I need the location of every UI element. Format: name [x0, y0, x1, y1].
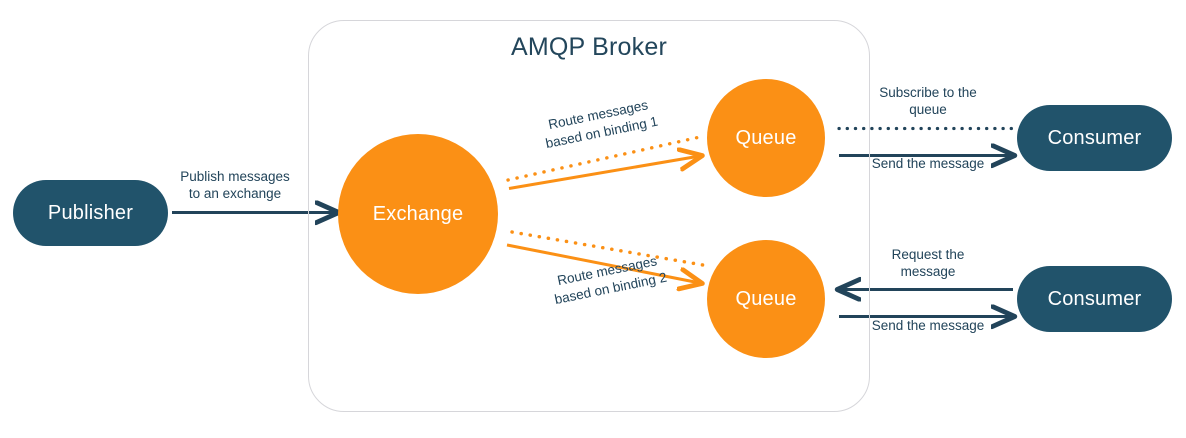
- broker-title: AMQP Broker: [511, 33, 667, 61]
- edge-label-publish: Publish messages to an exchange: [180, 169, 290, 201]
- node-consumer-top[interactable]: Consumer: [1017, 105, 1172, 171]
- edge-label-send-bottom: Send the message: [871, 318, 985, 333]
- node-queue-top[interactable]: Queue: [707, 79, 825, 197]
- node-consumer-top-label: Consumer: [1047, 126, 1142, 149]
- node-consumer-bottom-label: Consumer: [1047, 287, 1142, 310]
- node-publisher-label: Publisher: [47, 201, 134, 224]
- node-exchange-label: Exchange: [372, 202, 464, 225]
- node-queue-bottom-label: Queue: [735, 287, 797, 310]
- node-exchange[interactable]: Exchange: [338, 134, 498, 294]
- node-consumer-bottom[interactable]: Consumer: [1017, 266, 1172, 332]
- edge-label-subscribe: Subscribe to the queue: [879, 85, 977, 117]
- edge-label-send-top: Send the message: [871, 156, 985, 171]
- node-queue-top-label: Queue: [735, 126, 797, 149]
- node-publisher[interactable]: Publisher: [13, 180, 168, 246]
- node-queue-bottom[interactable]: Queue: [707, 240, 825, 358]
- edge-label-request: Request the message: [891, 247, 965, 279]
- amqp-broker-container: [308, 20, 870, 412]
